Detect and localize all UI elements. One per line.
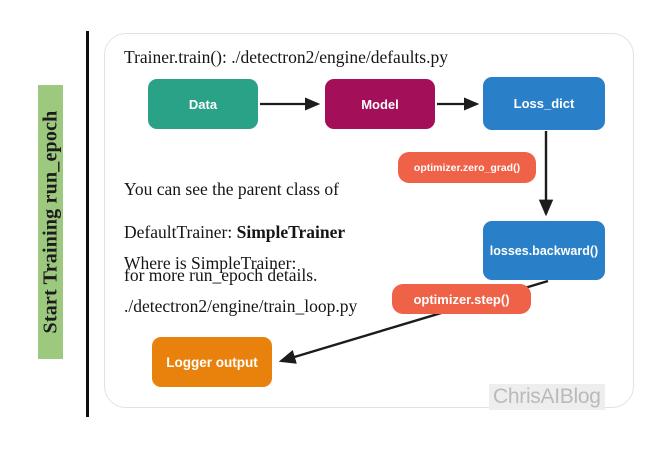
paragraph-line: DefaultTrainer: SimpleTrainer: [124, 222, 345, 243]
paragraph-line: for more run_epoch details.: [124, 264, 318, 285]
node-losses-backward[interactable]: losses.backward(): [483, 221, 605, 280]
vertical-divider: [86, 31, 89, 417]
node-loss-dict[interactable]: Loss_dict: [483, 77, 605, 130]
node-logger-output[interactable]: Logger output: [152, 337, 272, 387]
paragraph-where-is-simpletrainer: Where is SimpleTrainer: ./detectron2/eng…: [124, 232, 357, 339]
diagram-heading: Trainer.train(): ./detectron2/engine/def…: [124, 47, 448, 67]
node-data[interactable]: Data: [148, 79, 258, 129]
node-optimizer-zero-grad[interactable]: optimizer.zero_grad(): [398, 152, 536, 183]
section-label-text: Start Training run_epoch: [39, 110, 61, 334]
paragraph-parent-class: You can see the parent class of DefaultT…: [124, 158, 345, 307]
paragraph-line: ./detectron2/engine/train_loop.py: [124, 296, 358, 317]
paragraph-line: Where is SimpleTrainer:: [124, 253, 297, 274]
paragraph-line: You can see the parent class of: [124, 179, 339, 200]
watermark: ChrisAIBlog: [489, 384, 605, 410]
node-model[interactable]: Model: [325, 79, 435, 129]
simple-trainer-emphasis: SimpleTrainer: [236, 222, 346, 243]
section-label-highlight: Start Training run_epoch: [38, 85, 63, 359]
node-optimizer-step[interactable]: optimizer.step(): [392, 284, 531, 314]
paragraph-line-prefix: DefaultTrainer:: [124, 222, 237, 243]
